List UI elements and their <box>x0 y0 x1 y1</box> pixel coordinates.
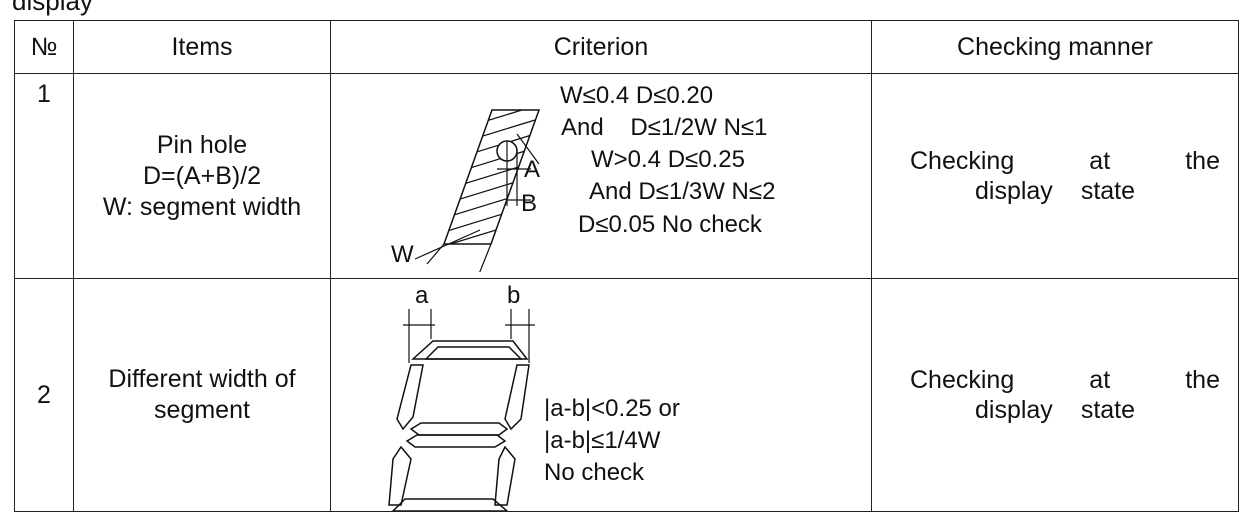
table-row: 1 Pin hole D=(A+B)/2 W: segment width <box>14 73 1239 279</box>
diagram-label-small-b: b <box>507 282 520 309</box>
diagram-label-b: B <box>521 190 537 217</box>
criterion-line: |a-b|<0.25 or <box>544 395 680 422</box>
row-checking-manner: Checking at the display state <box>871 278 1239 512</box>
segment-lower-left <box>388 445 412 506</box>
items-line: Different width of <box>108 365 296 393</box>
items-line: Pin hole <box>156 130 248 159</box>
checking-word: Checking <box>910 147 1015 175</box>
segment-lower-right <box>494 445 516 506</box>
diagram-label-small-a: a <box>415 282 429 309</box>
row-number: 1 <box>14 73 74 279</box>
criterion-line: W≤0.4 D≤0.20 <box>560 82 714 109</box>
pin-hole-diagram: A B W <box>391 109 541 272</box>
items-line: D=(A+B)/2 <box>142 161 262 190</box>
slanted-segment-outline <box>442 109 541 245</box>
width-dimension-line <box>414 229 481 260</box>
row-items: Different width of segment <box>73 278 331 512</box>
diagram-label-w: W <box>391 241 414 268</box>
checking-word: the <box>1185 147 1220 175</box>
segment-bottom <box>391 498 509 511</box>
criterion-line: W>0.4 D≤0.25 <box>591 146 745 173</box>
header-no: № <box>14 20 74 74</box>
checking-word: display <box>974 177 1053 205</box>
checking-word: state <box>1080 396 1136 424</box>
criterion-line: |a-b|≤1/4W <box>544 427 661 454</box>
table-row: 2 Different width of segment <box>14 278 1239 512</box>
checking-line-1: Checking at the <box>872 146 1238 176</box>
checking-word: state <box>1080 177 1136 205</box>
criterion-line: D≤0.05 No check <box>578 211 762 238</box>
header-items: Items <box>73 20 331 74</box>
row-checking-manner: Checking at the display state <box>871 73 1239 279</box>
header-checking-manner: Checking manner <box>871 20 1239 74</box>
diagram-label-a: A <box>524 156 540 183</box>
seven-segment-diagram: a b <box>388 282 535 511</box>
checking-word: at <box>1089 147 1111 175</box>
inspection-table: № Items Criterion Checking manner 1 Pin … <box>14 20 1239 512</box>
criterion-line: And D≤1/3W N≤2 <box>589 178 776 205</box>
checking-word: the <box>1185 366 1220 394</box>
checking-line-2: display state <box>872 176 1238 206</box>
checking-word: at <box>1089 366 1111 394</box>
segment-top-outer <box>411 340 529 360</box>
items-line: W: segment width <box>102 192 302 221</box>
segment-upper-right <box>504 364 530 431</box>
row-number: 2 <box>14 278 74 512</box>
items-line: segment <box>154 396 250 424</box>
header-criterion: Criterion <box>330 20 872 74</box>
checking-line-1: Checking at the <box>872 365 1238 395</box>
segment-middle-lower <box>405 434 507 448</box>
checking-word: Checking <box>910 366 1015 394</box>
row-criterion: A B W W≤0.4 D≤0.20 And D≤1/2W N≤1 W>0.4 … <box>330 73 872 279</box>
criterion-line: And D≤1/2W N≤1 <box>561 114 768 141</box>
top-text: display <box>12 0 93 16</box>
row-items: Pin hole D=(A+B)/2 W: segment width <box>73 73 331 279</box>
checking-line-2: display state <box>872 395 1238 425</box>
segment-upper-left <box>396 364 424 431</box>
segment-middle-upper <box>409 422 509 436</box>
table-header-row: № Items Criterion Checking manner <box>14 20 1239 74</box>
row-criterion: a b |a-b|<0.25 or |a-b|≤1/4W No check <box>330 278 872 512</box>
segment-top-inner <box>424 346 523 360</box>
cropped-top-text: display <box>0 0 1247 22</box>
checking-word: display <box>974 396 1053 424</box>
seven-segment-outline <box>388 340 530 511</box>
criterion-line: No check <box>544 459 645 486</box>
